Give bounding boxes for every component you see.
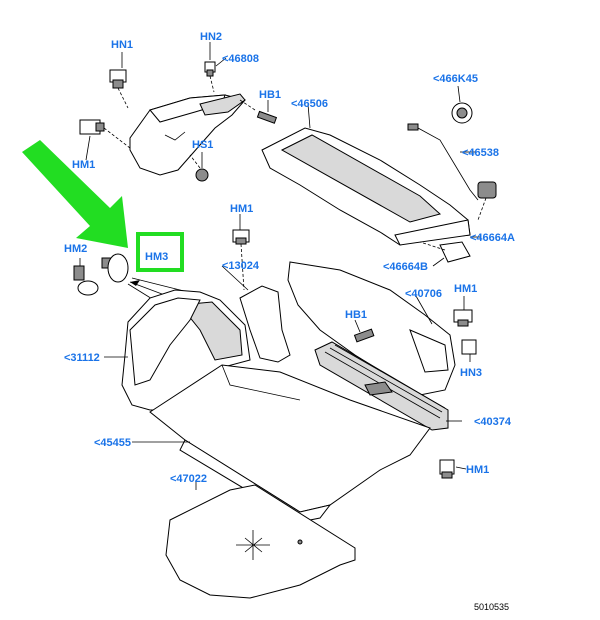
bolt-hb1-top <box>239 99 278 124</box>
support-46664a <box>477 181 497 221</box>
label-hm1-bottom: HM1 <box>466 464 489 476</box>
diagram-code: 5010535 <box>474 602 509 612</box>
label-hm1-left: HM1 <box>72 159 95 171</box>
label-46664a: <46664A <box>470 232 515 244</box>
label-31112: <31112 <box>64 352 100 364</box>
label-45455: <45455 <box>94 437 131 449</box>
cable-46538 <box>407 123 479 201</box>
clip-hn3 <box>461 339 477 355</box>
grommet-466k45 <box>451 102 473 124</box>
label-40374: <40374 <box>474 416 512 428</box>
right-side-trim <box>287 261 456 396</box>
label-hb1-mid: HB1 <box>345 309 367 321</box>
left-side-trim <box>121 289 251 411</box>
upper-quarter-trim <box>129 93 246 176</box>
clip-hm1-bottom <box>439 459 455 479</box>
label-46664b: <46664B <box>383 261 428 273</box>
spare-wheel-cover <box>165 484 356 599</box>
label-hb1-top: HB1 <box>259 89 281 101</box>
label-hm3: HM3 <box>145 251 168 263</box>
panel-13024 <box>239 285 291 363</box>
label-hm1-right: HM1 <box>454 283 477 295</box>
clip-hm1-right <box>453 309 473 327</box>
label-hs1: HS1 <box>192 139 213 151</box>
label-46506: <46506 <box>291 98 328 110</box>
label-40706: <40706 <box>405 288 442 300</box>
clip-hn1-top <box>109 69 129 109</box>
pin-hm2 <box>73 265 99 296</box>
label-hn1-top: HN1 <box>111 39 133 51</box>
clip-hm1-mid <box>232 229 250 291</box>
label-13024: <13024 <box>222 260 260 272</box>
label-hm2: HM2 <box>64 243 87 255</box>
label-hm1-mid: HM1 <box>230 203 253 215</box>
highlight-arrow <box>22 140 128 248</box>
label-hn2: HN2 <box>200 31 222 43</box>
bolt-hb1-mid <box>353 328 375 343</box>
clip-hm3 <box>101 253 129 283</box>
label-47022: <47022 <box>170 473 207 485</box>
clip-hn2 <box>204 61 216 93</box>
clip-hm1-left <box>79 119 131 149</box>
label-hn3: HN3 <box>460 367 482 379</box>
support-46664b <box>419 241 471 263</box>
leader-lines <box>79 42 480 490</box>
label-466k45: <466K45 <box>433 73 478 85</box>
screw-hs1 <box>189 154 209 182</box>
load-floor <box>149 364 431 523</box>
label-46538: <46538 <box>462 147 499 159</box>
parcel-shelf <box>261 127 471 246</box>
highlight-box <box>136 232 184 272</box>
scuff-plate <box>314 341 449 431</box>
label-46808: <46808 <box>222 53 259 65</box>
